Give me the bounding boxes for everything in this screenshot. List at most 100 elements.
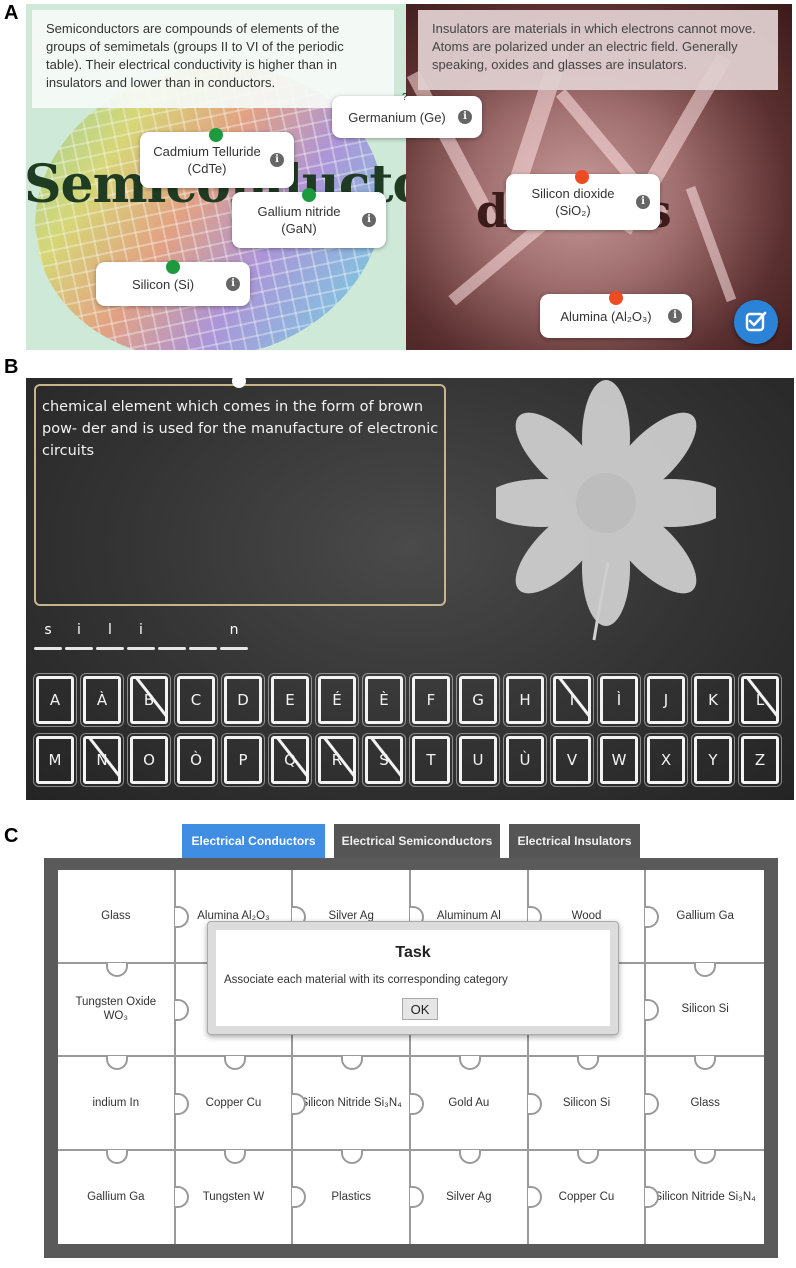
letter-tile[interactable]: H	[503, 673, 547, 727]
puzzle-knob	[292, 1092, 307, 1115]
puzzle-knob	[105, 962, 128, 977]
letter-tile[interactable]: À	[80, 673, 124, 727]
info-icon[interactable]: i	[226, 277, 240, 291]
letter-tile[interactable]: M	[33, 733, 77, 787]
letter-tile[interactable]: R	[315, 733, 359, 787]
hotspot-activity-panel: Semiconductors ductors Semiconductors ar…	[26, 4, 792, 350]
hotspot-formula: (GaN)	[281, 221, 317, 236]
tab-electrical-insulators[interactable]: Electrical Insulators	[509, 824, 640, 858]
puzzle-knob	[174, 999, 189, 1022]
puzzle-piece[interactable]: Copper Cu	[175, 1057, 294, 1151]
check-answers-button[interactable]	[734, 300, 778, 344]
info-icon[interactable]: i	[362, 213, 376, 227]
puzzle-knob	[576, 1149, 599, 1164]
letter-tile[interactable]: G	[456, 673, 500, 727]
letter-tile[interactable]: T	[409, 733, 453, 787]
letter-tile[interactable]: I	[550, 673, 594, 727]
puzzle-piece[interactable]: indium In	[58, 1057, 176, 1151]
letter-tile[interactable]: Y	[691, 733, 735, 787]
semiconductor-marker-dot	[209, 128, 223, 142]
info-icon[interactable]: i	[270, 153, 284, 167]
puzzle-knob	[341, 1056, 364, 1070]
letter-tile[interactable]: Ì	[597, 673, 641, 727]
letter-tile[interactable]: V	[550, 733, 594, 787]
hotspot-formula: (SiO₂)	[555, 203, 591, 218]
hotspot-germanium[interactable]: Germanium (Ge) i	[332, 96, 482, 138]
panel-label-b: B	[4, 356, 19, 378]
letter-tile[interactable]: Q	[268, 733, 312, 787]
puzzle-knob	[223, 1149, 246, 1164]
hotspot-cadmium-telluride[interactable]: Cadmium Telluride (CdTe) i	[140, 132, 294, 188]
semiconductor-marker-dot	[302, 188, 316, 202]
tab-electrical-semiconductors[interactable]: Electrical Semiconductors	[334, 824, 500, 858]
puzzle-piece[interactable]: Gallium Ga	[58, 1150, 176, 1244]
letter-tile[interactable]: S	[362, 733, 406, 787]
puzzle-piece[interactable]: Plastics	[293, 1150, 411, 1244]
checkbox-edit-icon	[745, 311, 767, 332]
puzzle-piece[interactable]: Silicon Si	[646, 964, 764, 1057]
puzzle-piece[interactable]: Silicon Nitride Si₃N₄	[293, 1057, 411, 1151]
puzzle-piece[interactable]: Silicon Si	[528, 1057, 647, 1151]
letter-tile[interactable]: L	[738, 673, 782, 727]
puzzle-piece[interactable]: Tungsten Oxide WO₃	[58, 963, 176, 1057]
letter-tile[interactable]: Ò	[174, 733, 218, 787]
puzzle-piece[interactable]: Glass	[646, 1057, 764, 1151]
answer-slot	[158, 622, 186, 652]
letter-tile[interactable]: U	[456, 733, 500, 787]
puzzle-piece[interactable]: Copper Cu	[529, 1150, 647, 1244]
letter-tile[interactable]: N	[80, 733, 124, 787]
letter-tile[interactable]: C	[174, 673, 218, 727]
puzzle-knob	[645, 1092, 660, 1115]
hotspot-formula: (CdTe)	[187, 161, 227, 176]
question-icon: ?	[402, 92, 408, 103]
letter-tile[interactable]: K	[691, 673, 735, 727]
puzzle-knob	[410, 1092, 424, 1115]
letter-tile[interactable]: B	[127, 673, 171, 727]
task-dialog-title: Task	[395, 944, 431, 961]
semiconductor-marker-dot	[166, 260, 180, 274]
puzzle-knob	[458, 1149, 481, 1164]
puzzle-knob	[458, 1056, 481, 1070]
puzzle-piece[interactable]: Glass	[58, 870, 176, 964]
letter-tile[interactable]: È	[362, 673, 406, 727]
hotspot-label: Cadmium Telluride	[153, 144, 261, 159]
puzzle-knob	[645, 905, 660, 928]
puzzle-piece[interactable]: Silicon Nitride Si₃N₄	[654, 1191, 756, 1204]
letter-tile[interactable]: Ù	[503, 733, 547, 787]
puzzle-piece[interactable]: Gold Au	[411, 1057, 529, 1151]
letter-tile[interactable]: X	[644, 733, 688, 787]
insulator-marker-dot	[575, 170, 589, 184]
tab-electrical-conductors[interactable]: Electrical Conductors	[182, 824, 325, 858]
puzzle-piece[interactable]: Gallium Ga	[646, 870, 764, 964]
info-icon[interactable]: i	[458, 110, 472, 124]
puzzle-knob	[694, 962, 717, 977]
ok-button[interactable]: OK	[402, 998, 438, 1020]
info-icon[interactable]: i	[668, 309, 682, 323]
info-icon[interactable]: i	[636, 195, 650, 209]
letter-tile[interactable]: É	[315, 673, 359, 727]
hangman-chalkboard-panel: chemical element which comes in the form…	[26, 378, 794, 800]
chalk-flower-drawing	[496, 380, 716, 641]
puzzle-knob	[694, 1056, 717, 1070]
letter-tile[interactable]: W	[597, 733, 641, 787]
task-dialog: Task Associate each material with its co…	[207, 921, 619, 1035]
letter-tile[interactable]: E	[268, 673, 312, 727]
puzzle-knob	[694, 1149, 717, 1164]
letter-tile[interactable]: A	[33, 673, 77, 727]
puzzle-knob	[174, 1186, 189, 1209]
answer-slot: i	[65, 622, 93, 652]
letter-tile[interactable]: O	[127, 733, 171, 787]
answer-slot: l	[96, 622, 124, 652]
letter-tile[interactable]: D	[221, 673, 265, 727]
letter-tile[interactable]: P	[221, 733, 265, 787]
puzzle-piece[interactable]: Silver Ag	[411, 1150, 529, 1244]
puzzle-piece[interactable]: Tungsten W	[176, 1150, 294, 1244]
letter-tile[interactable]: Z	[738, 733, 782, 787]
letter-tile[interactable]: F	[409, 673, 453, 727]
letter-tile[interactable]: J	[644, 673, 688, 727]
hotspot-label: Germanium (Ge)	[348, 109, 446, 125]
hotspot-label: Gallium nitride	[257, 204, 341, 219]
answer-slot: n	[220, 622, 248, 652]
task-dialog-message: Associate each material with its corresp…	[224, 974, 508, 986]
